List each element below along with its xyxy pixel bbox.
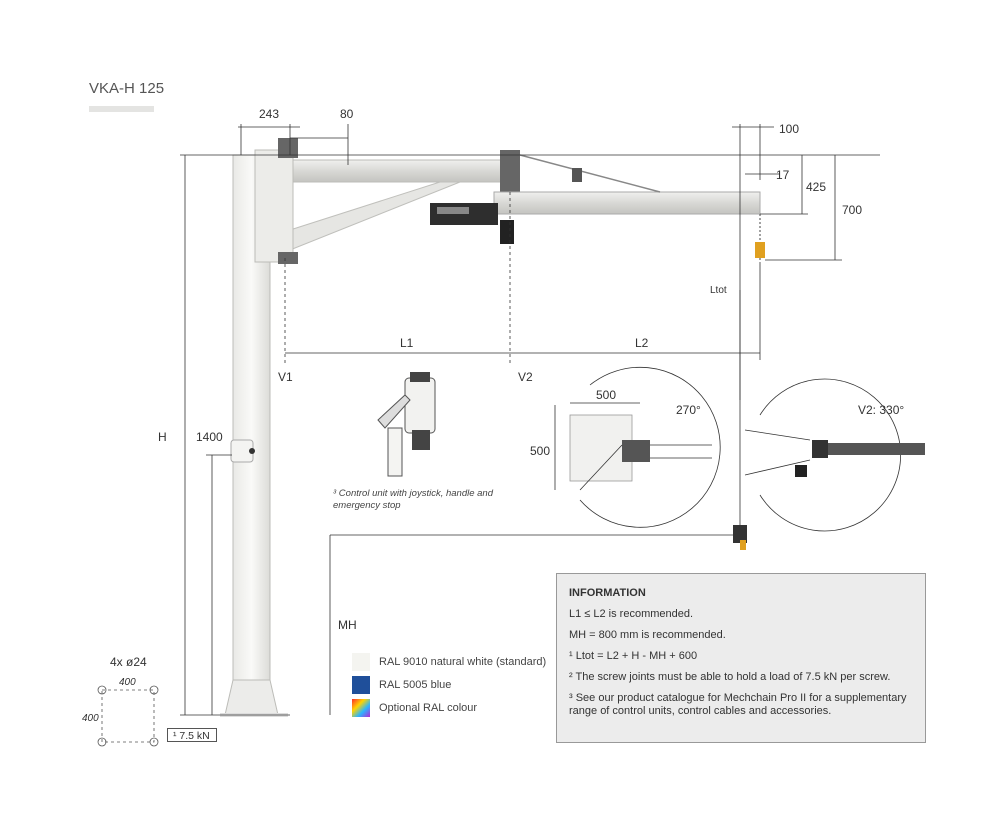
dim-100: 100	[779, 122, 800, 136]
legend-label: RAL 9010 natural white (standard)	[379, 656, 547, 668]
info-heading: INFORMATION	[569, 587, 646, 599]
dim-80: 80	[340, 107, 354, 121]
legend-item-white: RAL 9010 natural white (standard)	[352, 653, 546, 671]
control-pendant	[733, 525, 747, 550]
legend-label: Optional RAL colour	[379, 702, 478, 714]
legend-item-blue: RAL 5005 blue	[352, 676, 451, 694]
chain-hoist	[430, 203, 765, 262]
dim-l1: L1	[400, 336, 414, 350]
info-line: MH = 800 mm is recommended.	[569, 629, 726, 641]
dim-base-width: 400	[119, 677, 136, 688]
title-underline	[89, 106, 154, 112]
dim-l2: L2	[635, 336, 649, 350]
legend-label: RAL 5005 blue	[379, 679, 452, 691]
dim-bolts: 4x ø24	[110, 655, 147, 669]
load-label: ¹ 7.5 kN	[167, 728, 217, 742]
drawing-title: VKA-H 125	[89, 80, 165, 97]
control-unit-illustration	[377, 372, 436, 477]
label-v1: V1	[278, 370, 293, 384]
base-plate-plan	[97, 685, 159, 747]
dim-mh: MH	[338, 618, 357, 632]
dim-700: 700	[842, 203, 863, 217]
dim-17: 17	[776, 168, 790, 182]
dim-425: 425	[806, 180, 827, 194]
label-v2: V2	[518, 370, 533, 384]
label-angle-v2: V2: 330°	[858, 403, 905, 417]
dim-h: H	[158, 430, 167, 444]
control-unit-note: ³ Control unit with joystick, handle and…	[333, 488, 493, 511]
rotation-plan-v2	[744, 378, 925, 532]
dim-plate-width: 500	[596, 388, 617, 402]
dim-base-height: 400	[82, 713, 99, 724]
dim-ltot: Ltot	[710, 285, 727, 296]
info-line: ³ See our product catalogue for Mechchai…	[569, 692, 907, 717]
swatch-blue	[352, 676, 370, 694]
info-line: ² The screw joints must be able to hold …	[569, 671, 891, 683]
info-line: ¹ Ltot = L2 + H - MH + 600	[569, 650, 698, 662]
dim-1400: 1400	[196, 430, 223, 444]
secondary-beam	[493, 154, 761, 215]
dimension-lines	[180, 124, 880, 716]
info-line: L1 ≤ L2 is recommended.	[569, 608, 694, 620]
information-box: INFORMATION L1 ≤ L2 is recommended. MH =…	[556, 573, 926, 743]
rotation-plan-v1	[554, 366, 721, 528]
swatch-multicolor	[352, 699, 370, 717]
label-angle-270: 270°	[676, 403, 701, 417]
swatch-white	[352, 653, 370, 671]
dim-plate-height: 500	[530, 444, 551, 458]
jib-arm	[254, 138, 520, 264]
legend-item-optional: Optional RAL colour	[352, 699, 477, 717]
dim-243: 243	[259, 107, 280, 121]
